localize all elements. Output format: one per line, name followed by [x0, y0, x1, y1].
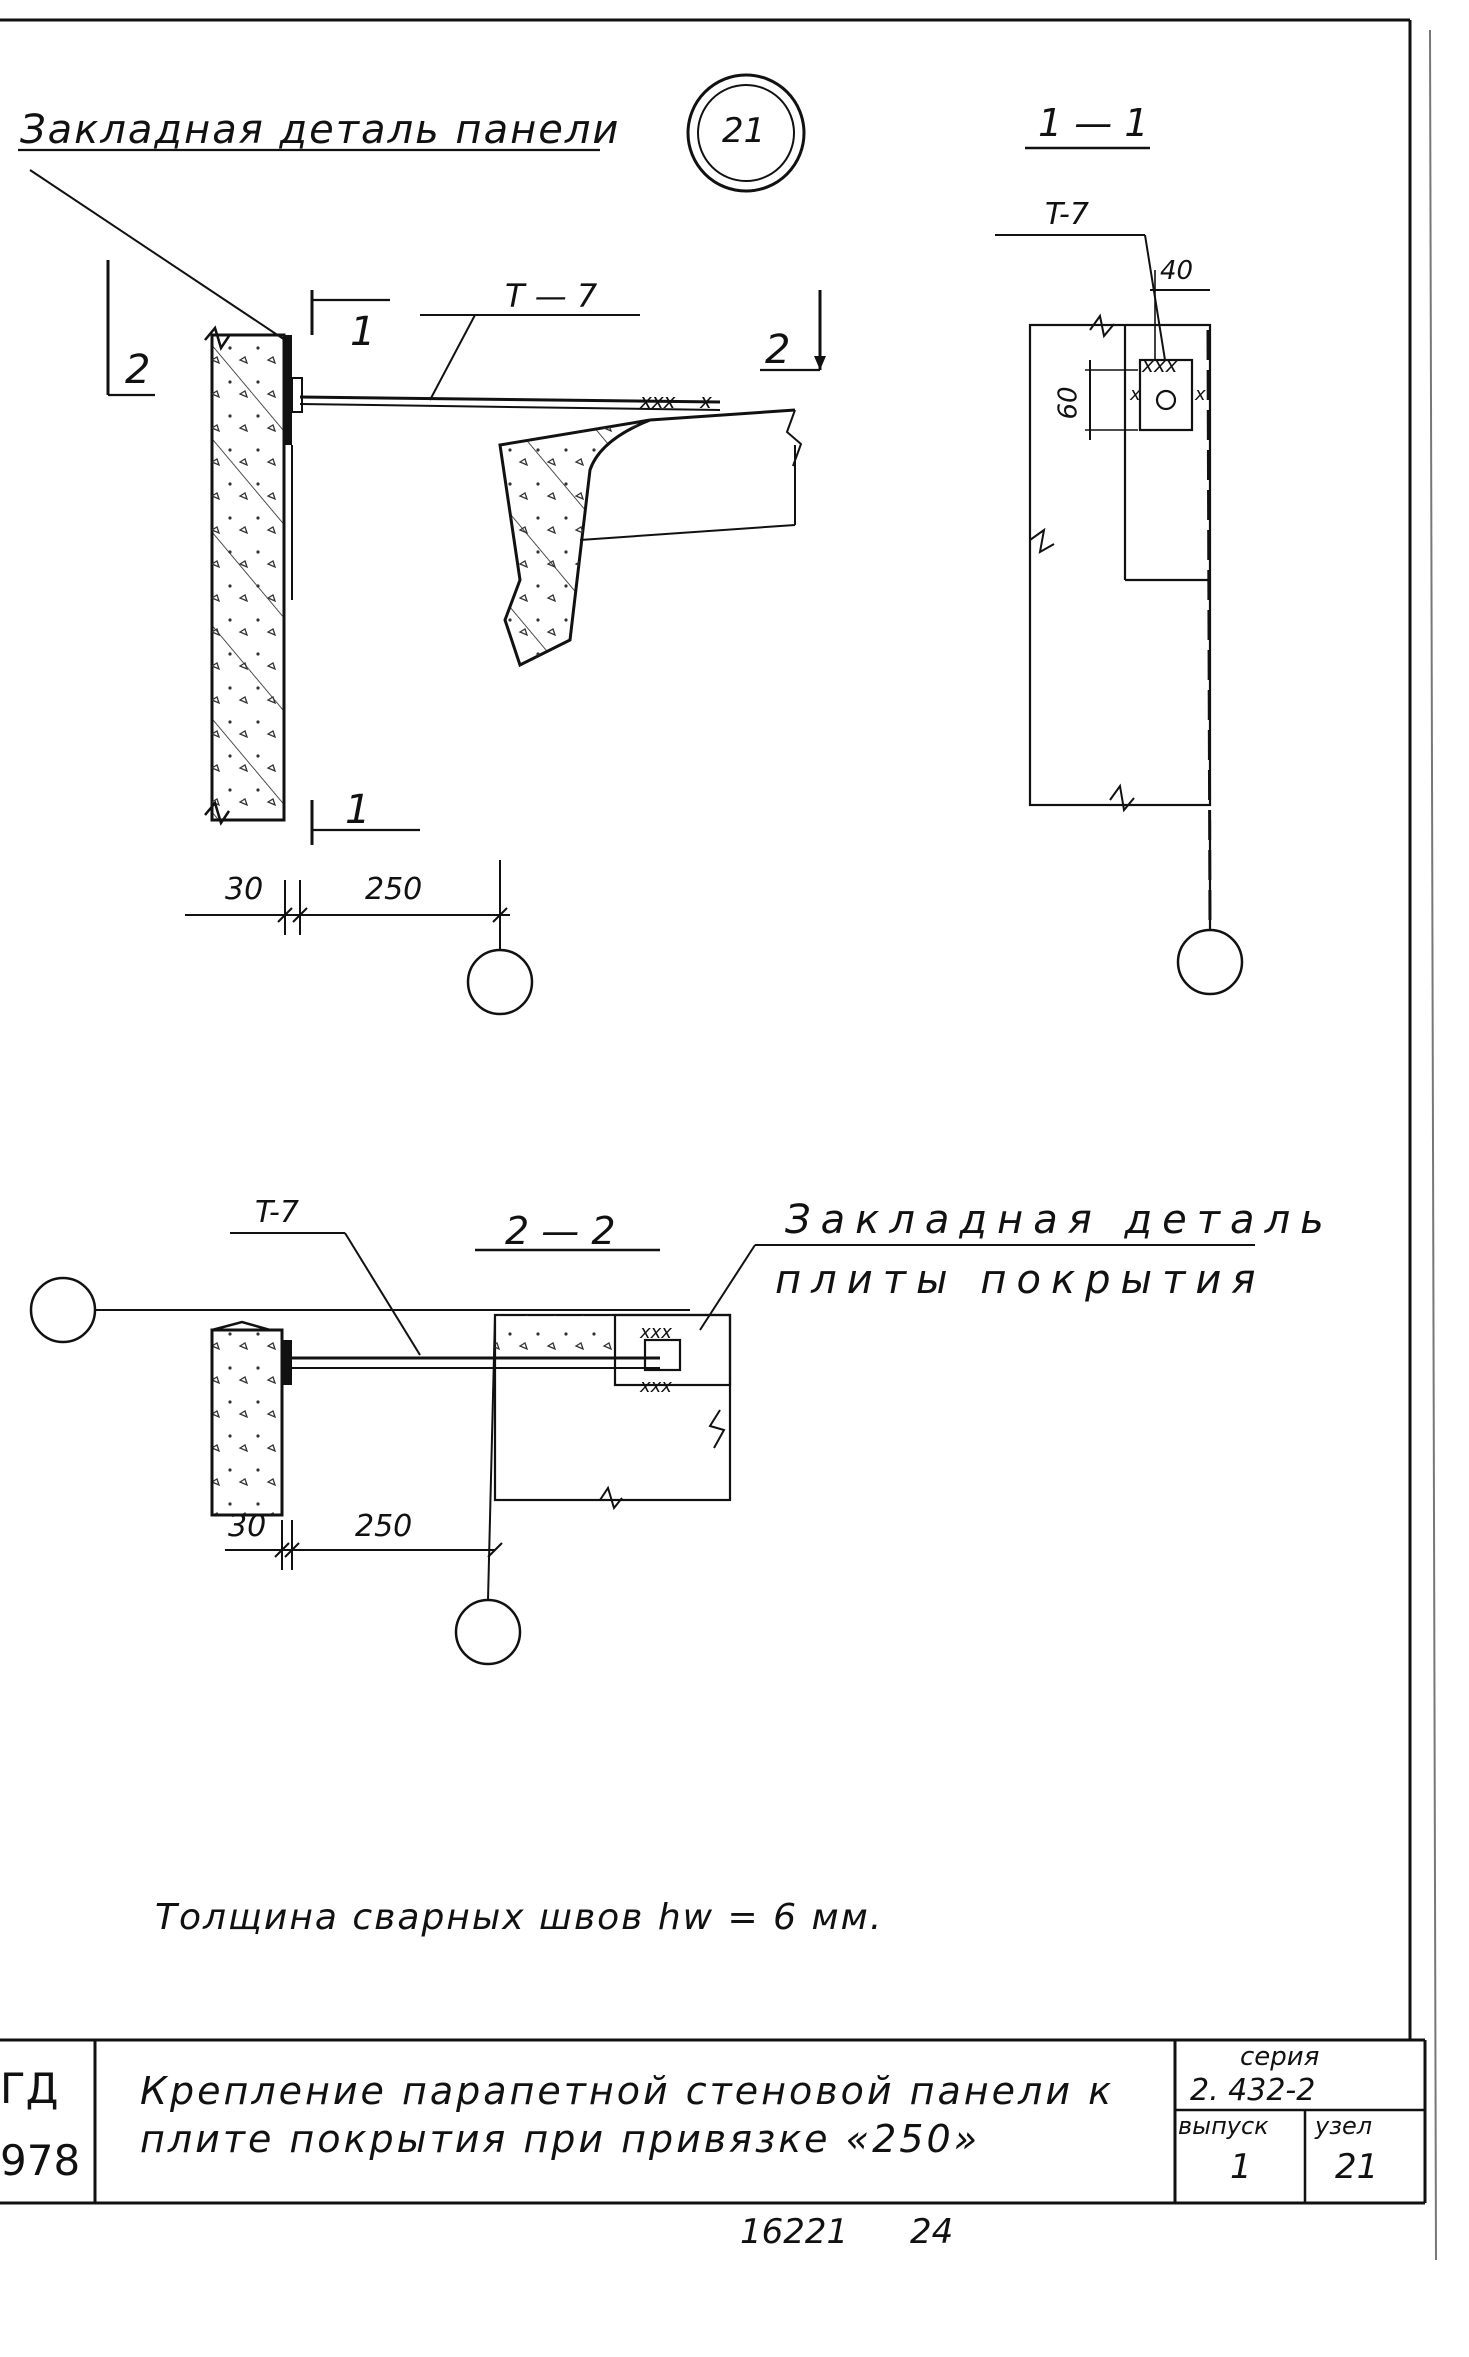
- axis-bubble: [454, 1598, 522, 1666]
- svg-text:xxx: xxx: [639, 389, 676, 413]
- title-block-title-line2: плите покрытия при привязке «250»: [140, 2117, 981, 2161]
- sheet-code: 16221: [740, 2212, 849, 2252]
- main-section-view: xxx x: [18, 148, 826, 1016]
- cut-label-2-right: 2: [765, 327, 791, 373]
- section-1-1-view: xxx x x: [995, 146, 1244, 996]
- axis-bubble: [466, 948, 534, 1016]
- tie-label-section: T-7: [1045, 197, 1089, 232]
- dimension-30-upper: 30: [225, 872, 264, 907]
- node-marker-label: 21: [722, 111, 766, 151]
- svg-text:x: x: [699, 389, 712, 413]
- dimension-250-lower: 250: [355, 1509, 413, 1544]
- section-2-2-title: 2 — 2: [505, 1209, 616, 1253]
- weld-thickness-note: Толщина сварных швов hw = 6 мм.: [155, 1897, 884, 1938]
- svg-text:xxx: xxx: [639, 1376, 672, 1397]
- title-block-left-top: ГД: [0, 2064, 59, 2113]
- issue-value: 1: [1230, 2147, 1252, 2187]
- issue-label: выпуск: [1178, 2112, 1269, 2140]
- sheet-frame: [0, 18, 1437, 2261]
- node-marker: [686, 73, 806, 193]
- series-value: 2. 432-2: [1190, 2073, 1316, 2108]
- cut-label-1-top: 1: [350, 309, 376, 355]
- panel-embedded-plate: [284, 335, 292, 445]
- cut-label-2-left: 2: [125, 347, 151, 393]
- axis-bubble: [29, 1276, 97, 1344]
- svg-text:x: x: [1194, 384, 1206, 405]
- node-value: 21: [1335, 2147, 1379, 2187]
- node-label: узел: [1315, 2112, 1373, 2140]
- svg-text:xxx: xxx: [1141, 353, 1178, 377]
- wall-panel-plan: [210, 1328, 284, 1517]
- section-2-2-view: xxx xxx: [29, 1232, 1255, 1666]
- slab-embedded-plate: [613, 1313, 732, 1387]
- svg-text:xxx: xxx: [639, 1322, 672, 1343]
- svg-text:x: x: [1129, 384, 1141, 405]
- dimension-250-upper: 250: [365, 872, 423, 907]
- axis-bubble: [1176, 928, 1244, 996]
- cut-label-1-bottom: 1: [345, 787, 371, 833]
- tie-label-plan: T-7: [255, 1195, 299, 1230]
- section-embedded-plate: [1138, 358, 1194, 432]
- callout-panel-embedded-detail: Закладная деталь панели: [20, 107, 621, 153]
- dimension-60: 60: [1053, 386, 1084, 420]
- title-block: [0, 2038, 1427, 2205]
- title-block-left-bottom: 978: [0, 2136, 81, 2185]
- tie-rod: [299, 395, 721, 404]
- tie-label-main: T — 7: [505, 277, 598, 315]
- callout-slab-embedded-detail-line1: Закладная деталь: [785, 1197, 1334, 1243]
- series-label: серия: [1240, 2042, 1320, 2072]
- dimension-40: 40: [1160, 256, 1194, 286]
- dimension-30-lower: 30: [228, 1509, 267, 1544]
- title-block-title-line1: Крепление парапетной стеновой панели к: [140, 2069, 1115, 2113]
- section-1-1-title: 1 — 1: [1038, 101, 1149, 145]
- callout-slab-embedded-detail-line2: плиты покрытия: [775, 1257, 1266, 1303]
- sheet-number: 24: [910, 2212, 954, 2252]
